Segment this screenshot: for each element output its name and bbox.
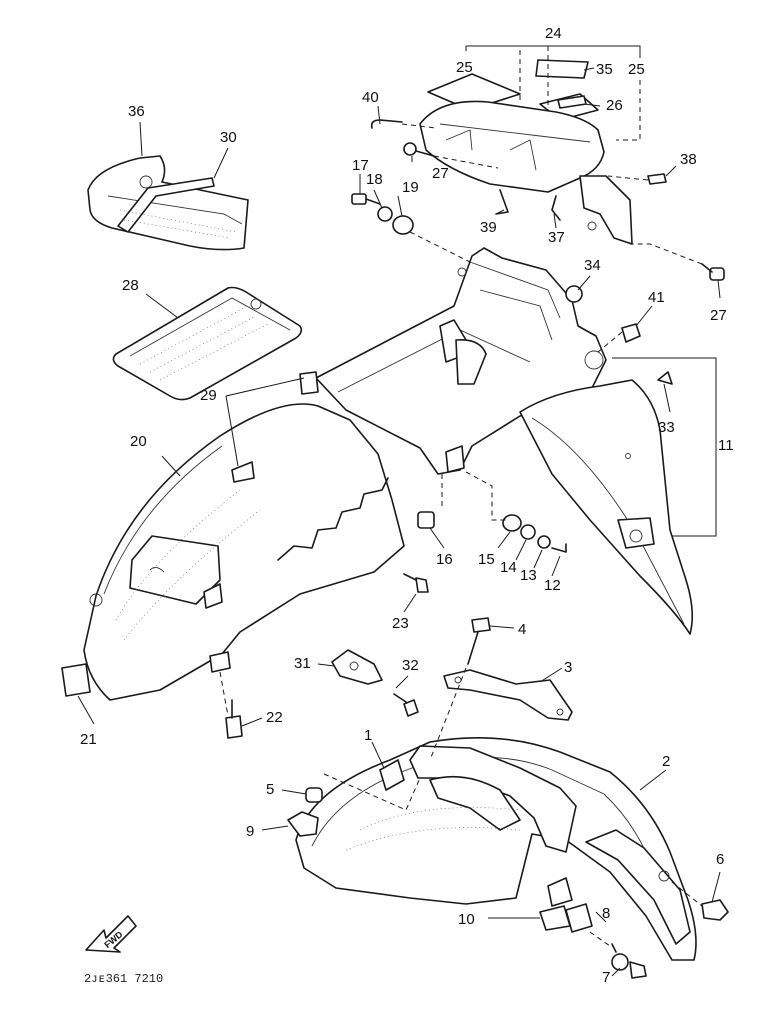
callout-5: 5 — [266, 781, 274, 798]
figure-code: 2ᴊᴇ361 7210 — [84, 972, 163, 986]
callout-13: 13 — [520, 567, 537, 584]
callout-16: 16 — [436, 551, 453, 568]
forward-arrow-icon: FWD — [85, 915, 137, 953]
callout-25-right: 25 — [628, 61, 645, 78]
callout-38: 38 — [680, 151, 697, 168]
fasteners-bottom — [287, 787, 729, 979]
tool-bag-part — [87, 155, 249, 251]
callout-4: 4 — [518, 621, 526, 638]
callout-18: 18 — [366, 171, 383, 188]
rear-cowl-part — [419, 59, 633, 245]
callout-35: 35 — [596, 61, 613, 78]
callout-3: 3 — [564, 659, 572, 676]
bolts-lower — [225, 573, 429, 739]
callout-9: 9 — [246, 823, 254, 840]
callout-24: 24 — [545, 25, 562, 42]
callout-6: 6 — [716, 851, 724, 868]
stay-part — [443, 669, 573, 721]
callout-39: 39 — [480, 219, 497, 236]
reflector-part — [61, 663, 91, 697]
callout-21: 21 — [80, 731, 97, 748]
callout-23: 23 — [392, 615, 409, 632]
callout-20: 20 — [130, 433, 147, 450]
callout-29: 29 — [200, 387, 217, 404]
callout-10: 10 — [458, 911, 475, 928]
rear-inner-fender-part — [83, 403, 405, 701]
plate-part — [112, 286, 303, 401]
callout-22: 22 — [266, 709, 283, 726]
callout-2: 2 — [662, 753, 670, 770]
callout-1: 1 — [364, 727, 372, 744]
small-clips — [370, 119, 667, 221]
fasteners-top — [351, 142, 725, 281]
callout-31: 31 — [294, 655, 311, 672]
callout-34: 34 — [584, 257, 601, 274]
callout-30: 30 — [220, 129, 237, 146]
fasteners-mid — [417, 511, 567, 553]
callout-32: 32 — [402, 657, 419, 674]
callout-33: 33 — [658, 419, 675, 436]
callout-36: 36 — [128, 103, 145, 120]
bracket-part — [331, 649, 419, 717]
callout-12: 12 — [544, 577, 561, 594]
bolt-4-part — [467, 617, 491, 665]
callout-27-top: 27 — [432, 165, 449, 182]
callout-28: 28 — [122, 277, 139, 294]
callout-17: 17 — [352, 157, 369, 174]
callout-41: 41 — [648, 289, 665, 306]
leader-lines — [77, 45, 721, 977]
rear-frame-part — [299, 247, 607, 475]
callout-15: 15 — [478, 551, 495, 568]
callout-40: 40 — [362, 89, 379, 106]
callout-26: 26 — [606, 97, 623, 114]
side-panel-part — [519, 371, 694, 635]
front-fender-part — [295, 736, 697, 961]
callout-11: 11 — [718, 437, 734, 454]
callout-14: 14 — [500, 559, 517, 576]
callout-19: 19 — [402, 179, 419, 196]
callout-37: 37 — [548, 229, 565, 246]
callout-labels: 24 25 25 35 26 36 30 40 27 38 17 18 19 3… — [80, 25, 734, 986]
callout-8: 8 — [602, 905, 610, 922]
callout-7: 7 — [602, 969, 610, 986]
callout-27-right: 27 — [710, 307, 727, 324]
callout-25-left: 25 — [456, 59, 473, 76]
